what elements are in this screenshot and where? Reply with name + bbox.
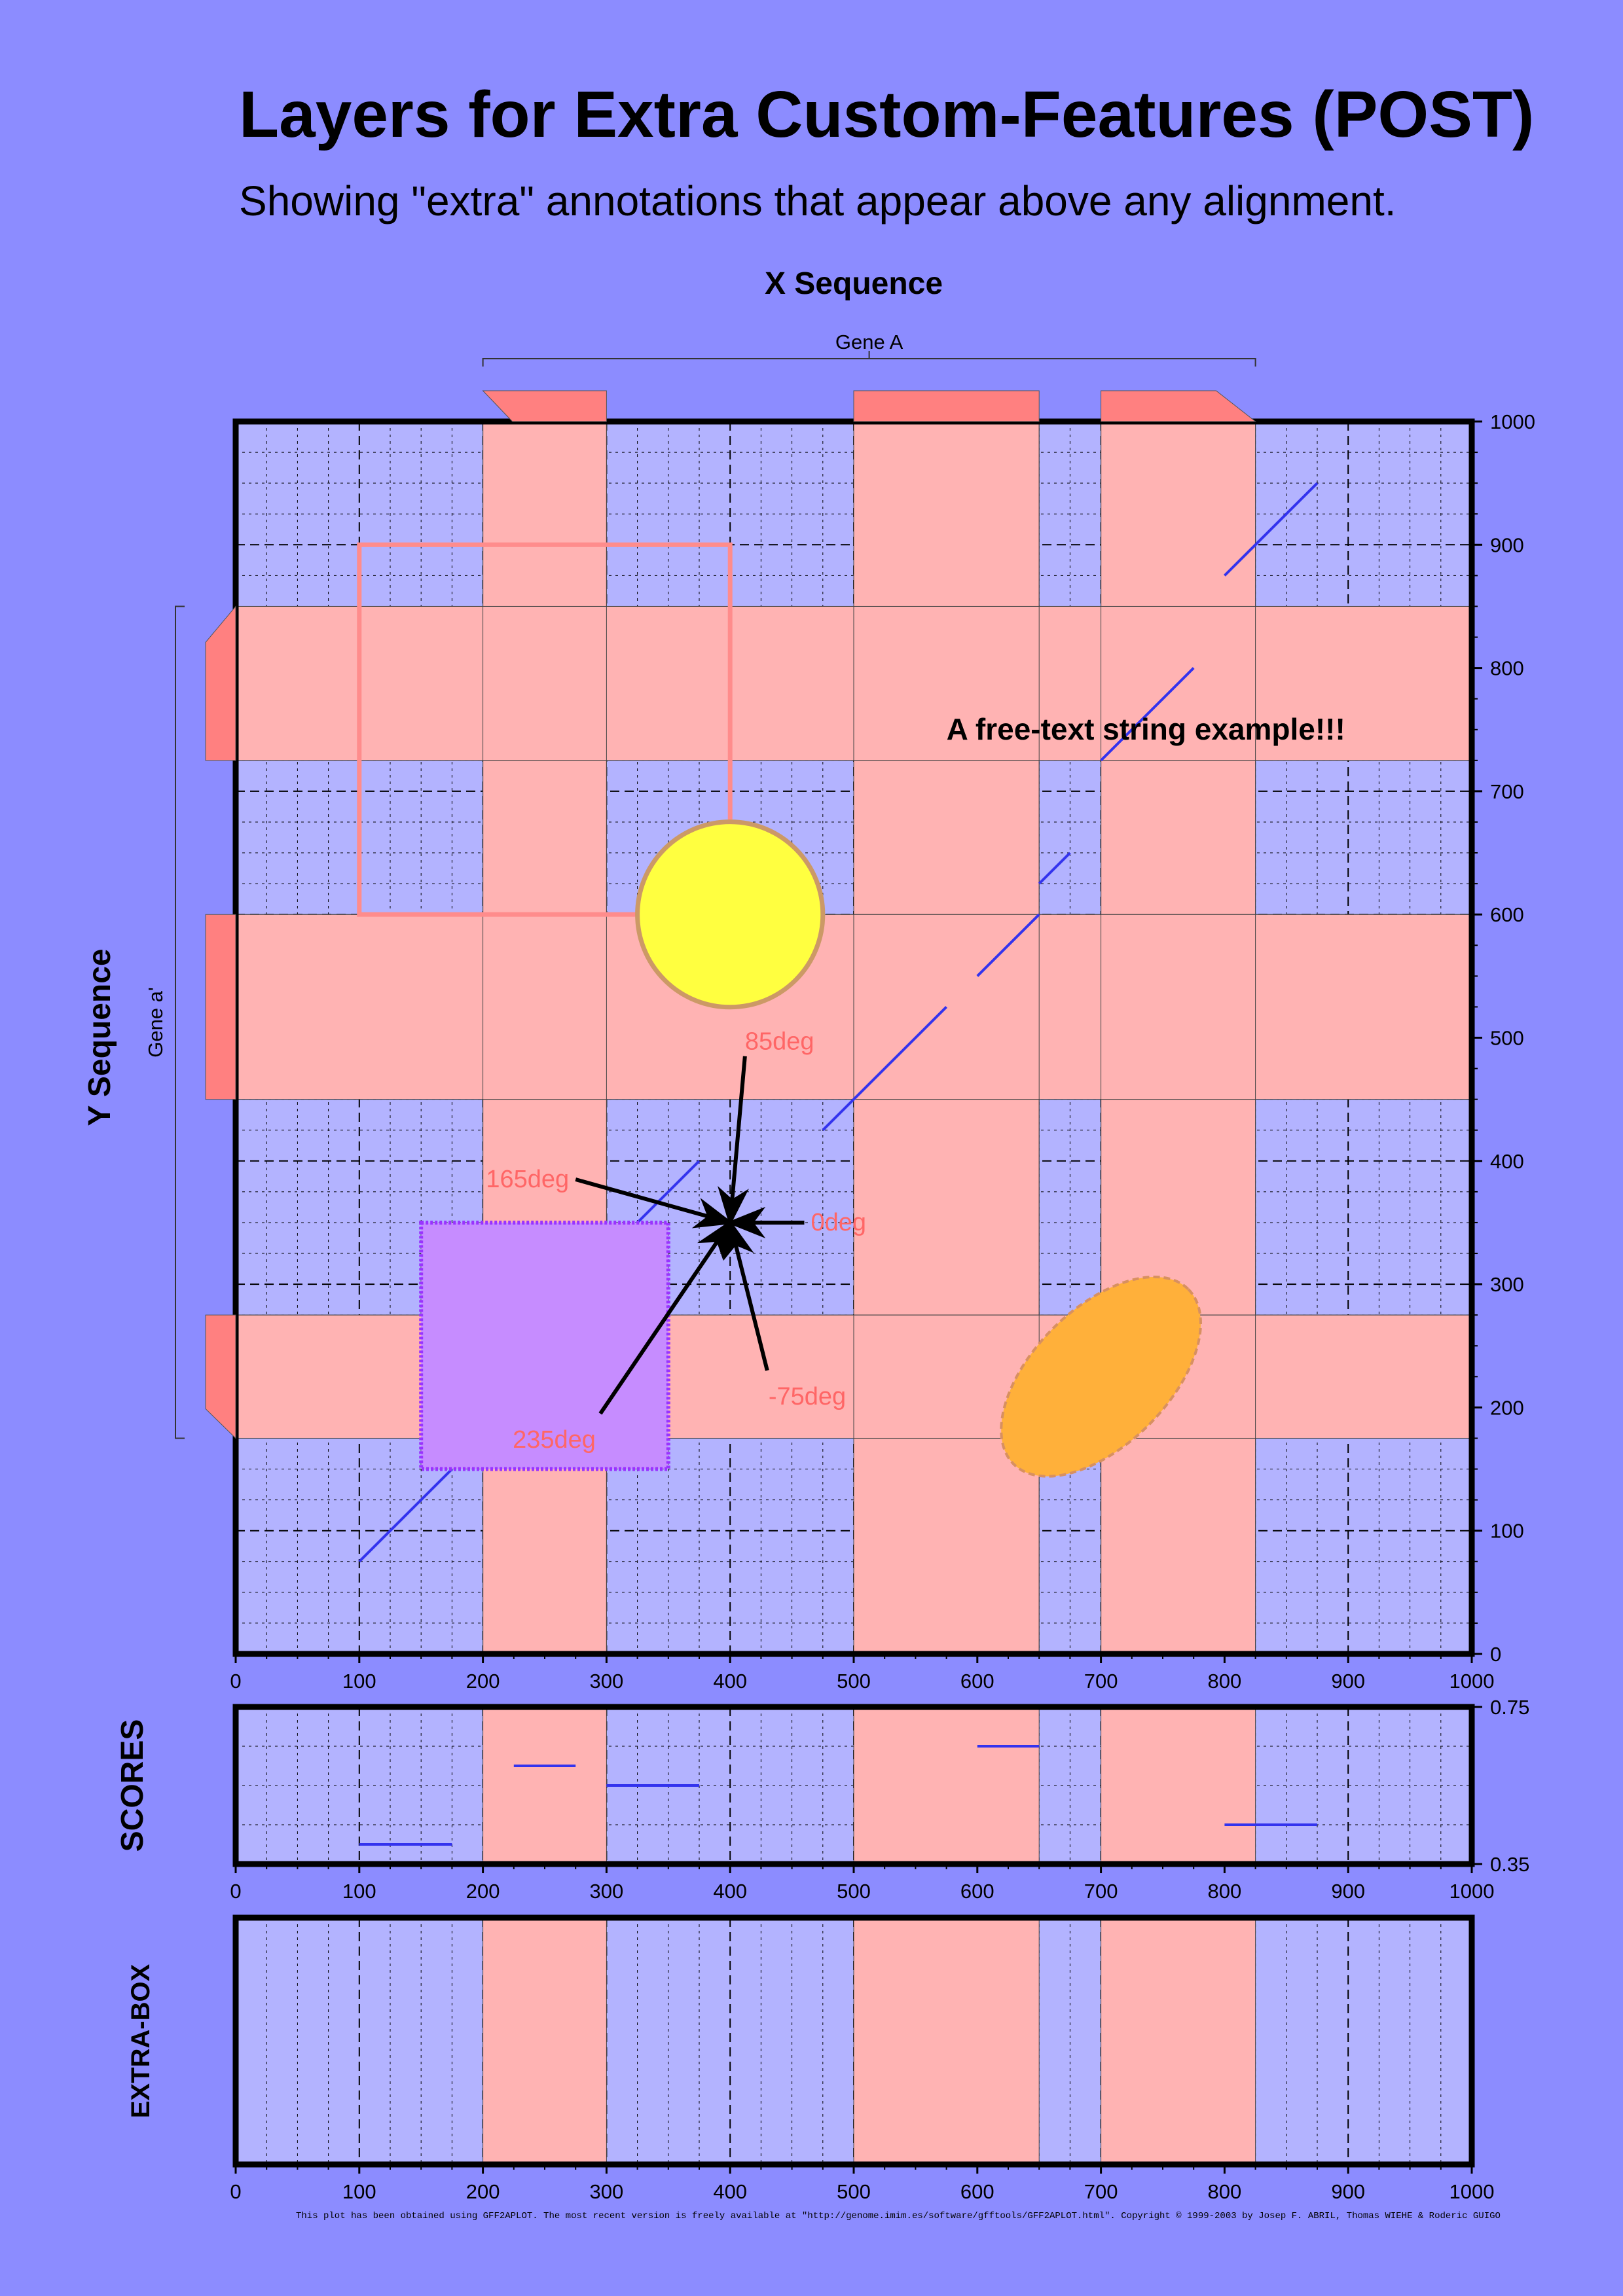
scores-x-tick-label: 900	[1331, 1880, 1365, 1903]
scores-x-tick-label: 600	[960, 1880, 994, 1903]
extra-box-x-tick-label: 200	[466, 2180, 500, 2203]
extra-box-x-tick-label: 300	[590, 2180, 624, 2203]
alignment-segment	[1100, 667, 1195, 762]
extra-yellow-circle	[635, 819, 826, 1010]
extra-box-x-tick-label: 600	[960, 2180, 994, 2203]
scores-feature-band-x	[853, 1706, 1040, 1865]
extra-arrow-label: 0deg	[811, 1209, 866, 1236]
extra-box-feature-band-x	[1101, 1917, 1256, 2165]
scores-x-tick-label: 500	[837, 1880, 871, 1903]
extra-box-axis-label: EXTRA-BOX	[126, 1964, 155, 2118]
y-gene-bracket	[175, 605, 185, 1439]
extra-box-x-tick-label: 1000	[1450, 2180, 1495, 2203]
extra-arrow	[598, 1219, 733, 1415]
scores-x-tick-label: 800	[1208, 1880, 1242, 1903]
main-y-tick-label: 0	[1490, 1643, 1501, 1666]
main-y-tick-label: 800	[1490, 657, 1524, 680]
main-x-tick-label: 400	[713, 1670, 747, 1693]
extra-box-x-tick-label: 400	[713, 2180, 747, 2203]
extra-purple-box	[419, 1220, 670, 1471]
main-x-tick-label: 500	[837, 1670, 871, 1693]
main-y-tick-label: 600	[1490, 903, 1524, 926]
alignment-segment	[1223, 482, 1319, 577]
x-gene-name: Gene A	[835, 331, 903, 353]
extra-arrow-label: -75deg	[769, 1383, 846, 1410]
main-x-tick-label: 900	[1331, 1670, 1365, 1693]
x-axis-label: X Sequence	[765, 266, 943, 301]
main-x-tick-label: 300	[590, 1670, 624, 1693]
scores-x-tick-label: 300	[590, 1880, 624, 1903]
scores-x-tick-label: 400	[713, 1880, 747, 1903]
extra-box-x-tick-label: 0	[230, 2180, 241, 2203]
scores-y-tick-label: 0.75	[1490, 1696, 1529, 1719]
extra-box-x-tick-label: 800	[1208, 2180, 1242, 2203]
page-subtitle: Showing "extra" annotations that appear …	[239, 177, 1396, 224]
main-x-tick-label: 0	[230, 1670, 241, 1693]
y-feature-marker	[205, 605, 236, 761]
main-y-tick-label: 100	[1490, 1520, 1524, 1543]
main-y-tick-label: 500	[1490, 1027, 1524, 1050]
main-x-tick-label: 600	[960, 1670, 994, 1693]
main-y-tick-label: 900	[1490, 533, 1524, 556]
y-axis-label: Y Sequence	[82, 948, 117, 1126]
x-gene-bracket	[482, 358, 1256, 367]
scores-feature-band-x	[483, 1706, 607, 1865]
scores-axis-label: SCORES	[115, 1719, 150, 1852]
extra-box-x-tick-label: 700	[1084, 2180, 1118, 2203]
extra-arrow	[575, 1177, 734, 1229]
alignment-segment	[976, 913, 1040, 977]
extra-box-feature-band-x	[483, 1917, 607, 2165]
extra-orange-ellipse	[1000, 1275, 1202, 1478]
main-x-tick-label: 700	[1084, 1670, 1118, 1693]
main-y-tick-label: 200	[1490, 1396, 1524, 1419]
scores-feature-band-x	[1101, 1706, 1256, 1865]
extra-box-x-tick-label: 500	[837, 2180, 871, 2203]
footer-copyright-note: This plot has been obtained using GFF2AP…	[296, 2211, 1501, 2221]
main-y-tick-label: 700	[1490, 780, 1524, 803]
alignment-segment	[1038, 852, 1071, 885]
extra-box-feature-band-x	[853, 1917, 1040, 2165]
extra-free-text: A free-text string example!!!	[947, 712, 1345, 746]
main-x-tick-label: 200	[466, 1670, 500, 1693]
extra-outline-rectangle	[357, 542, 733, 917]
y-gene-name: Gene a'	[144, 987, 167, 1058]
main-x-tick-label: 800	[1208, 1670, 1242, 1693]
main-plot-panel: A free-text string example!!! 85deg 165deg…	[82, 266, 1535, 1693]
extra-box-x-tick-label: 100	[342, 2180, 376, 2203]
scores-x-tick-label: 700	[1084, 1880, 1118, 1903]
main-x-tick-label: 1000	[1450, 1670, 1495, 1693]
scores-x-tick-label: 200	[466, 1880, 500, 1903]
extra-box-panel: 0 100 200 300 400 500 600 700 800 900 1000 EXTRA-BO…	[126, 1914, 1495, 2203]
extra-arrow-label: 165deg	[486, 1166, 569, 1193]
y-feature-marker	[205, 1314, 236, 1439]
extra-arrow-label: 85deg	[745, 1028, 814, 1056]
extra-arrow-label: 235deg	[513, 1426, 596, 1454]
x-feature-marker	[853, 390, 1040, 422]
x-feature-marker	[482, 390, 607, 422]
x-feature-marker	[1101, 390, 1257, 422]
extra-arrow	[723, 1219, 769, 1371]
main-y-tick-label: 1000	[1490, 410, 1535, 433]
main-x-tick-label: 100	[342, 1670, 376, 1693]
main-y-tick-label: 400	[1490, 1150, 1524, 1173]
alignment-segment	[358, 1468, 453, 1563]
extra-box-x-tick-label: 900	[1331, 2180, 1365, 2203]
extra-arrow	[718, 1056, 749, 1227]
scores-x-tick-label: 100	[342, 1880, 376, 1903]
scores-y-tick-label: 0.35	[1490, 1853, 1529, 1876]
scores-x-tick-label: 0	[230, 1880, 241, 1903]
y-feature-marker	[205, 914, 236, 1100]
page-title: Layers for Extra Custom-Features (POST)	[239, 78, 1535, 151]
alignment-segment	[822, 1006, 948, 1132]
scores-panel: 0.75 0.35 0 100 200 300 400 500 600 700 800 900 1000…	[115, 1696, 1529, 1903]
main-y-tick-label: 300	[1490, 1273, 1524, 1296]
scores-x-tick-label: 1000	[1450, 1880, 1495, 1903]
